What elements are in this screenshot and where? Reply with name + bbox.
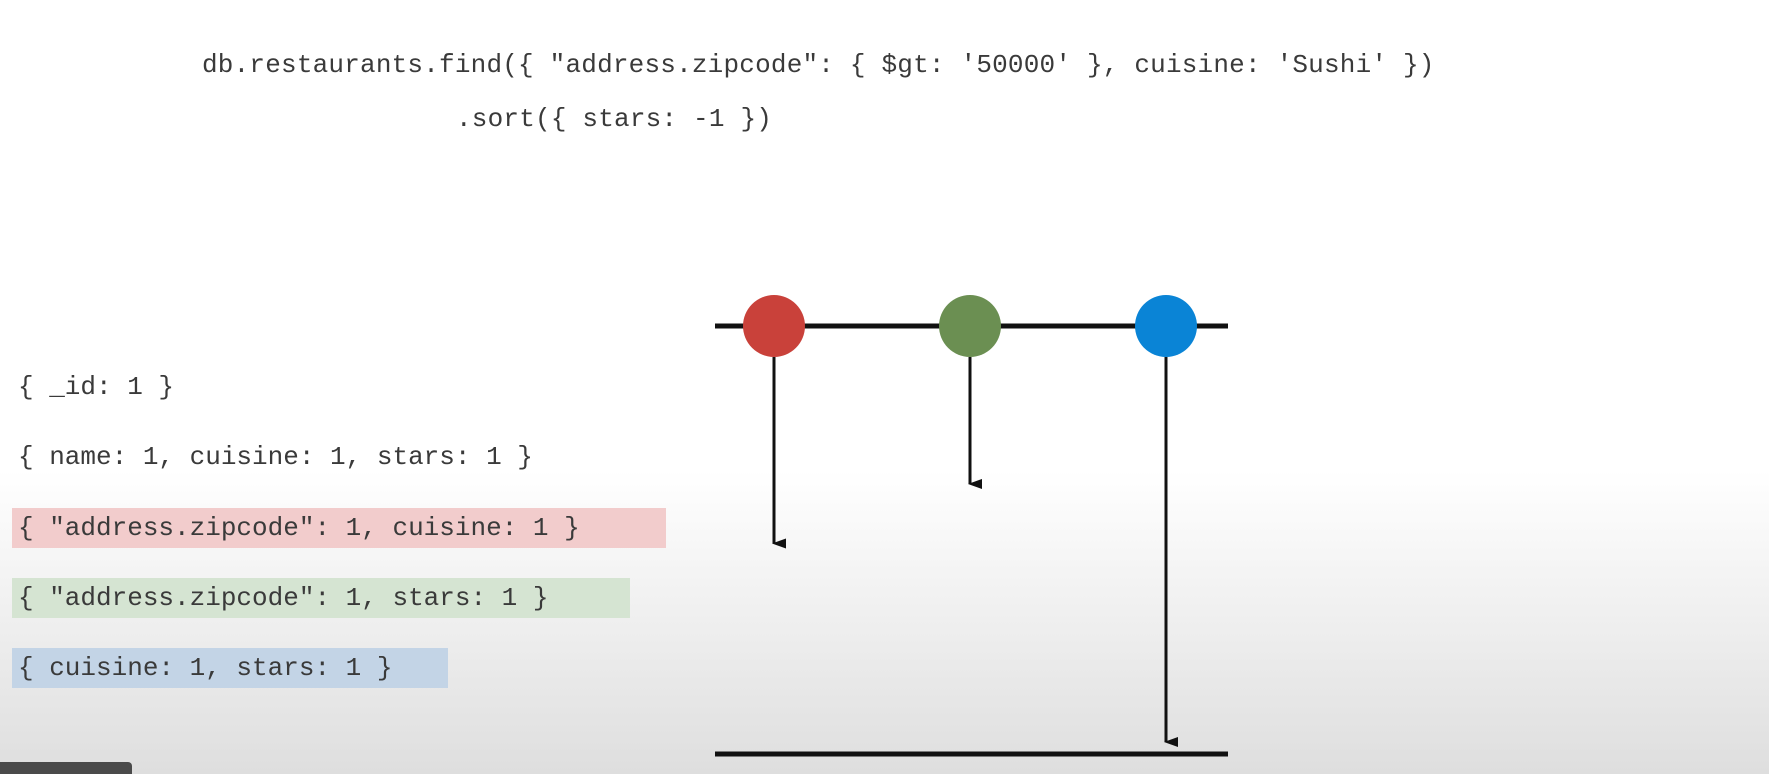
- query-sort-line: .sort({ stars: -1 }): [456, 104, 773, 134]
- player-control-tab: [0, 762, 132, 774]
- plan-zipcode-stars-node: [939, 295, 1001, 357]
- index-zipcode-stars: { "address.zipcode": 1, stars: 1 }: [12, 578, 630, 618]
- plan-zipcode-cuisine-node: [743, 295, 805, 357]
- query-find-line: db.restaurants.find({ "address.zipcode":…: [202, 50, 1435, 80]
- index-zipcode-cuisine: { "address.zipcode": 1, cuisine: 1 }: [12, 508, 666, 548]
- index-cuisine-stars: { cuisine: 1, stars: 1 }: [12, 648, 448, 688]
- index-name-cuisine-stars: { name: 1, cuisine: 1, stars: 1 }: [18, 442, 533, 472]
- plan-cuisine-stars-node: [1135, 295, 1197, 357]
- index-id: { _id: 1 }: [18, 372, 175, 402]
